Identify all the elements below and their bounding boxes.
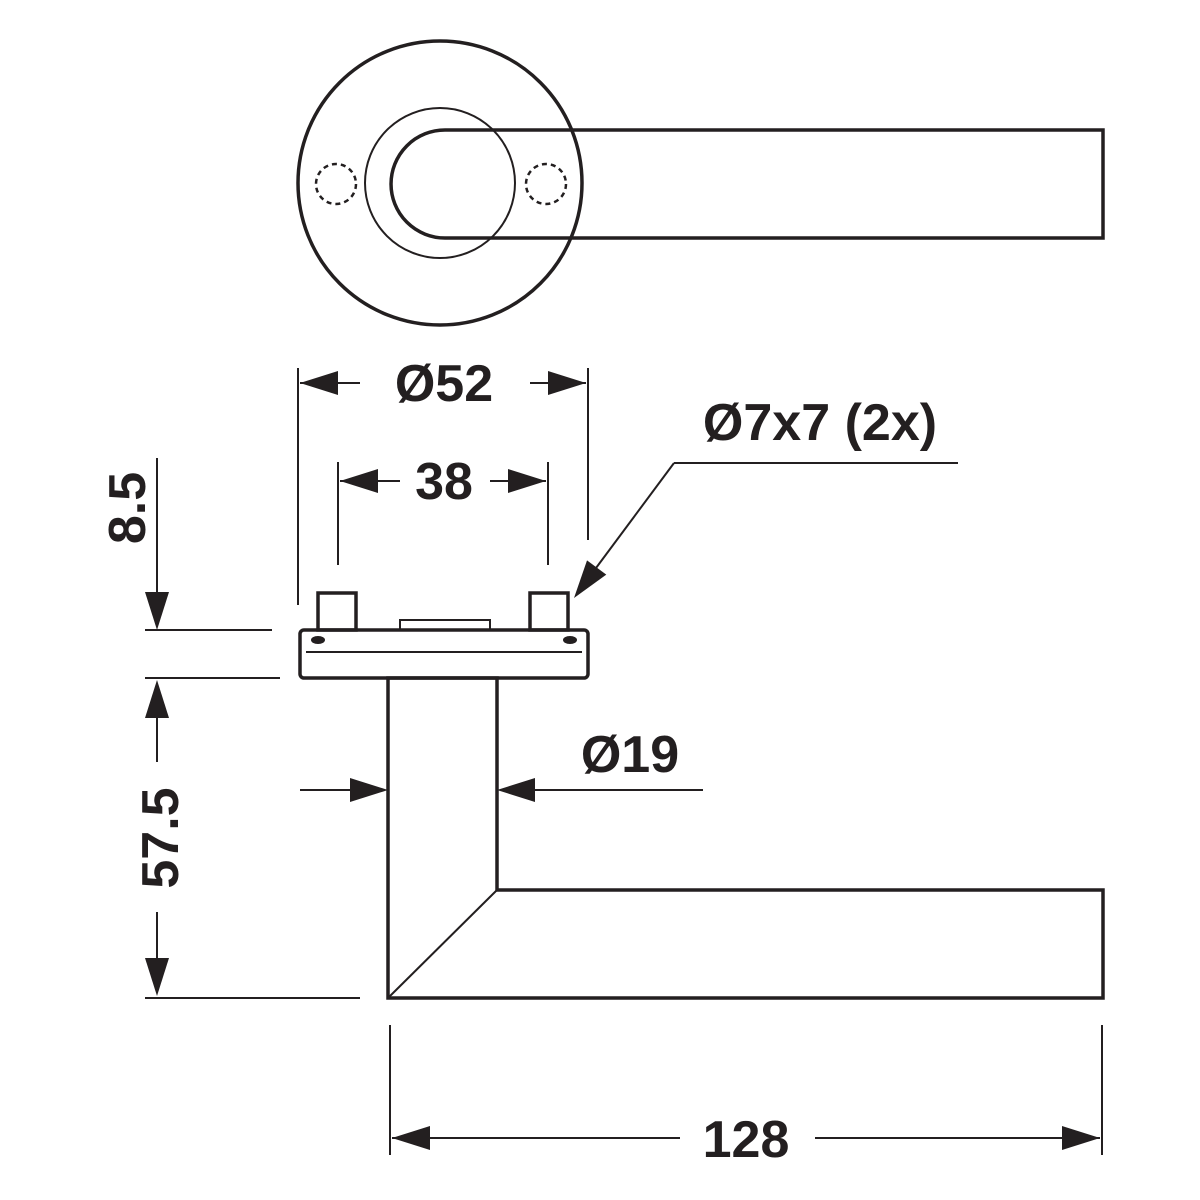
lever-length-label: 128 xyxy=(703,1111,790,1169)
pin-right xyxy=(528,591,570,632)
projection-label: 57.5 xyxy=(132,787,190,888)
rose-inner-ring xyxy=(364,107,516,259)
rose-thickness-label: 8.5 xyxy=(99,472,157,544)
top-view xyxy=(296,39,1105,327)
rose-plate xyxy=(298,628,590,680)
dimensions: Ø52 38 Ø7x7 (2x) 8.5 xyxy=(99,355,1103,1169)
lever-bend-line xyxy=(387,889,498,999)
dimension-rose-thickness: 8.5 xyxy=(99,458,280,679)
dimension-projection: 57.5 xyxy=(132,680,360,999)
screw-hole-right-icon xyxy=(524,162,568,206)
rose-outer-circle xyxy=(296,39,584,327)
bar-diameter-label: Ø19 xyxy=(581,726,679,784)
plate-screw-right-icon xyxy=(563,636,577,644)
lever-side-outline xyxy=(386,676,1105,1000)
screw-hole-left-icon xyxy=(314,162,358,206)
dimension-lever-length: 128 xyxy=(389,1025,1103,1169)
screw-spacing-label: 38 xyxy=(415,453,473,511)
side-view xyxy=(298,591,1105,1000)
pin-left xyxy=(316,591,358,632)
dimension-rose-diameter: Ø52 xyxy=(297,355,589,605)
dimension-screw-spacing: 38 xyxy=(337,453,549,565)
rose-diameter-label: Ø52 xyxy=(395,355,493,413)
lever-top-outline xyxy=(389,128,1105,240)
dimension-pin-size: Ø7x7 (2x) xyxy=(564,394,958,606)
plate-screw-left-icon xyxy=(311,636,325,644)
pin-size-label: Ø7x7 (2x) xyxy=(703,394,937,452)
dimension-bar-diameter: Ø19 xyxy=(300,726,703,802)
